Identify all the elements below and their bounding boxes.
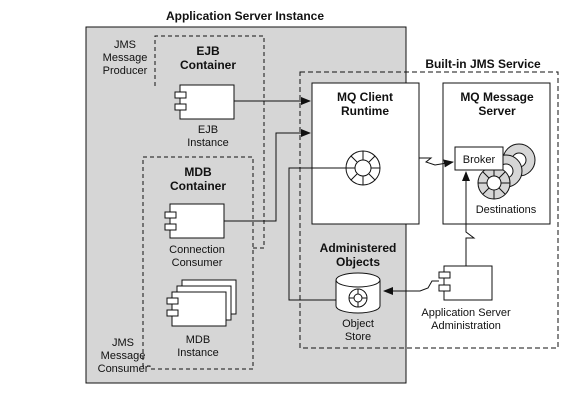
ejb-component-icon bbox=[174, 84, 235, 120]
app-server-administration-label-2: Administration bbox=[431, 320, 501, 332]
broker-box bbox=[454, 146, 504, 171]
broker-label: Broker bbox=[463, 154, 496, 166]
ejb-container-label-1: EJB bbox=[196, 44, 220, 58]
destinations-label: Destinations bbox=[476, 204, 537, 216]
ejb-instance-label-2: Instance bbox=[187, 137, 229, 149]
app-server-administration-label-1: Application Server bbox=[421, 307, 511, 319]
app-server-instance-title: Application Server Instance bbox=[166, 9, 324, 23]
ejb-instance-label-1: EJB bbox=[198, 124, 218, 136]
object-store-cylinder-icon bbox=[335, 272, 381, 314]
mdb-container-label-2: Container bbox=[170, 179, 226, 193]
mq-client-runtime-label-2: Runtime bbox=[341, 104, 389, 118]
jms-producer-label-3: Producer bbox=[103, 65, 148, 77]
mdb-instance-stack-icon bbox=[166, 279, 237, 327]
administered-objects-label-2: Objects bbox=[336, 255, 380, 269]
mq-client-runtime-label-1: MQ Client bbox=[337, 90, 393, 104]
connection-consumer-label-1: Connection bbox=[169, 244, 225, 256]
line-ring-to-object-store bbox=[288, 167, 346, 301]
builtin-jms-service-title: Built-in JMS Service bbox=[425, 57, 541, 71]
arrow-admin-to-broker bbox=[462, 171, 476, 266]
arrow-mq-client-to-broker bbox=[419, 157, 454, 168]
jms-consumer-label-3: Consumer bbox=[98, 363, 149, 375]
jms-message-consumer-boundary bbox=[142, 156, 254, 370]
mq-message-server-label-2: Server bbox=[478, 104, 516, 118]
mdb-instance-label-1: MDB bbox=[186, 334, 210, 346]
arrow-admin-to-object-store bbox=[383, 280, 439, 295]
jms-producer-label-2: Message bbox=[103, 52, 148, 64]
connection-consumer-label-2: Consumer bbox=[172, 257, 223, 269]
administered-objects-label-1: Administered bbox=[320, 241, 397, 255]
mq-client-ring-icon bbox=[345, 150, 381, 186]
mq-message-server-label-1: MQ Message bbox=[460, 90, 534, 104]
ejb-container-label-2: Container bbox=[180, 58, 236, 72]
object-store-label-1: Object bbox=[342, 318, 374, 330]
mdb-container-label-1: MDB bbox=[184, 165, 212, 179]
connection-consumer-icon bbox=[164, 203, 225, 239]
jms-producer-label-1: JMS bbox=[114, 39, 136, 51]
object-store-label-2: Store bbox=[345, 331, 371, 343]
jms-consumer-label-2: Message bbox=[101, 350, 146, 362]
jms-consumer-label-1: JMS bbox=[112, 337, 134, 349]
arrow-connection-consumer-to-mq-client bbox=[224, 129, 311, 222]
jms-message-producer-boundary bbox=[154, 35, 265, 249]
builtin-jms-service-box bbox=[299, 71, 559, 349]
app-server-administration-icon bbox=[438, 265, 493, 301]
mdb-instance-label-2: Instance bbox=[177, 347, 219, 359]
